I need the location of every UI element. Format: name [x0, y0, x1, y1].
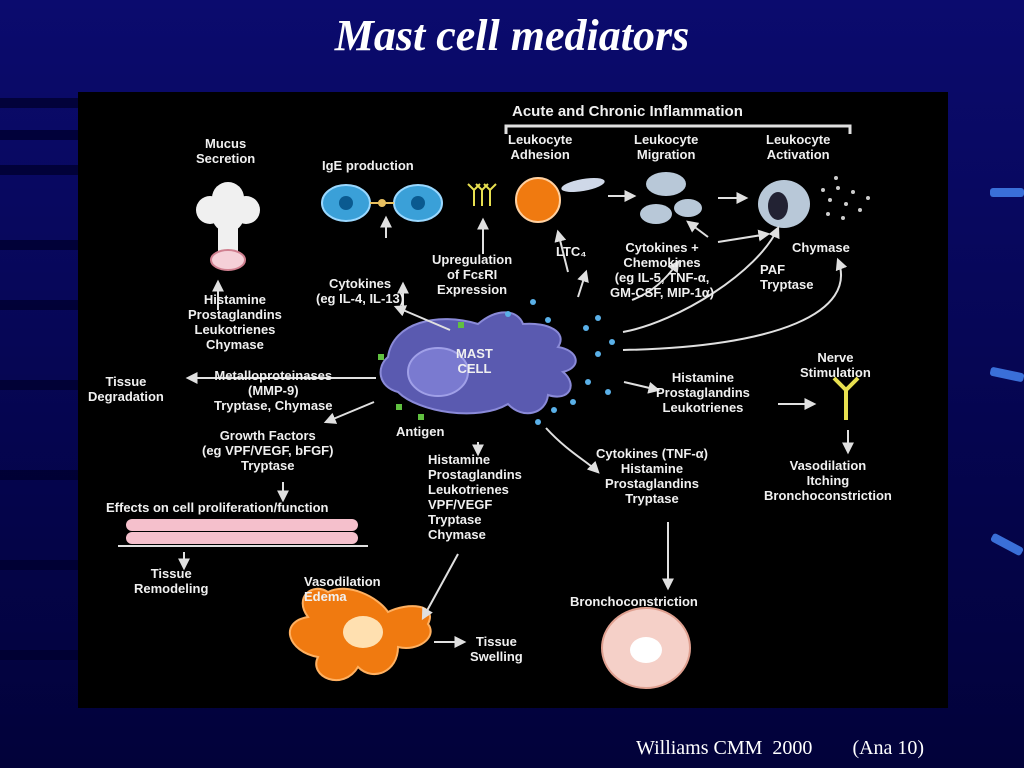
- mucus-icon: [196, 182, 260, 271]
- vasodilation-itching-label: Vasodilation Itching Bronchoconstriction: [764, 458, 892, 503]
- citation: Williams CMM 2000 (Ana 10): [636, 737, 924, 760]
- inflammation-header: Acute and Chronic Inflammation: [512, 103, 743, 120]
- header-bracket: [504, 124, 852, 134]
- arrow: [421, 553, 459, 621]
- arrow: [545, 427, 600, 474]
- arrow: [623, 381, 661, 394]
- slide-title: Mast cell mediators: [334, 11, 690, 60]
- histamine-left-label: Histamine Prostaglandins Leukotrienes Ch…: [188, 292, 282, 352]
- growth-factors-label: Growth Factors (eg VPF/VEGF, bFGF) Trypt…: [202, 428, 334, 473]
- arrow: [393, 305, 451, 331]
- diagram-graphics: [118, 124, 870, 689]
- background-stripe: [0, 470, 78, 480]
- arrow: [577, 269, 589, 298]
- leukocyte-adhesion-label: Leukocyte Adhesion: [508, 132, 573, 162]
- leukocyte-migration-label: Leukocyte Migration: [634, 132, 699, 162]
- granules-icon: [505, 299, 615, 425]
- tissue-swelling-label: Tissue Swelling: [470, 634, 523, 664]
- airway-icon: [601, 607, 691, 689]
- edema-cell-icon: [288, 587, 432, 682]
- leukocyte-adhesion-icon: [515, 177, 605, 223]
- background-stripe: [0, 98, 78, 108]
- cytokines-tnf-label: Cytokines (TNF-α) Histamine Prostaglandi…: [596, 446, 708, 506]
- cytokines-chemokines-label: Cytokines + Chemokines (eg IL-5, TNF-α, …: [610, 240, 715, 300]
- tissue-remodeling-label: Tissue Remodeling: [134, 566, 209, 596]
- nerve-icon: [832, 376, 860, 420]
- leukocyte-migration-icon: [640, 172, 702, 224]
- metallo-label: Metalloproteinases (MMP-9) Tryptase, Chy…: [214, 368, 333, 413]
- background-stripe: [0, 130, 78, 140]
- effects-label: Effects on cell proliferation/function: [106, 500, 329, 515]
- chymase-top-label: Chymase: [792, 240, 850, 255]
- mast-cell-label: MAST CELL: [456, 346, 493, 376]
- bronchoconstriction-label: Bronchoconstriction: [570, 594, 698, 609]
- epithelium-icon: [118, 519, 368, 547]
- diagram-panel: Acute and Chronic Inflammation Leukocyte…: [78, 92, 948, 708]
- background-stripe: [0, 560, 78, 570]
- upregulation-label: Upregulation of FcεRI Expression: [432, 252, 513, 297]
- background-stripe: [0, 650, 78, 660]
- background-stripe: [0, 380, 78, 390]
- ige-label: IgE production: [322, 158, 414, 173]
- tissue-degradation-label: Tissue Degradation: [88, 374, 164, 404]
- ige-cells-icon: [321, 184, 443, 222]
- histamine-right-label: Histamine Prostaglandins Leukotrienes: [656, 370, 750, 415]
- cytokines-il-label: Cytokines (eg IL-4, IL-13): [316, 276, 405, 306]
- arrow: [631, 260, 680, 301]
- arrow: [622, 225, 780, 333]
- arrow: [554, 229, 569, 273]
- paf-label: PAF Tryptase: [760, 262, 814, 292]
- background-stripe: [0, 240, 78, 250]
- histamine-center-label: Histamine Prostaglandins Leukotrienes VP…: [428, 452, 522, 542]
- accent-dash: [989, 366, 1024, 383]
- accent-dash: [990, 188, 1024, 197]
- mast-cell-icon: [379, 311, 577, 415]
- arrow: [323, 401, 375, 424]
- accent-dash: [989, 532, 1024, 557]
- antigen-icon: [378, 322, 464, 420]
- arrow: [622, 257, 848, 351]
- leukocyte-activation-label: Leukocyte Activation: [766, 132, 831, 162]
- citation-ref: (Ana 10): [852, 737, 925, 759]
- vasodilation-edema-label: Vasodilation Edema: [304, 574, 381, 604]
- background-stripe: [0, 165, 78, 175]
- background-stripe: [0, 300, 78, 310]
- mucus-label: Mucus Secretion: [196, 136, 256, 166]
- arrow: [717, 229, 771, 243]
- nerve-label: Nerve Stimulation: [800, 350, 871, 380]
- ltc4-label: LTC₄: [556, 244, 587, 259]
- antigen-label: Antigen: [396, 424, 445, 439]
- ige-antibody-icon: [467, 183, 497, 206]
- leukocyte-activation-icon: [758, 176, 870, 228]
- arrow: [686, 220, 709, 238]
- citation-author: Williams CMM 2000: [636, 737, 813, 759]
